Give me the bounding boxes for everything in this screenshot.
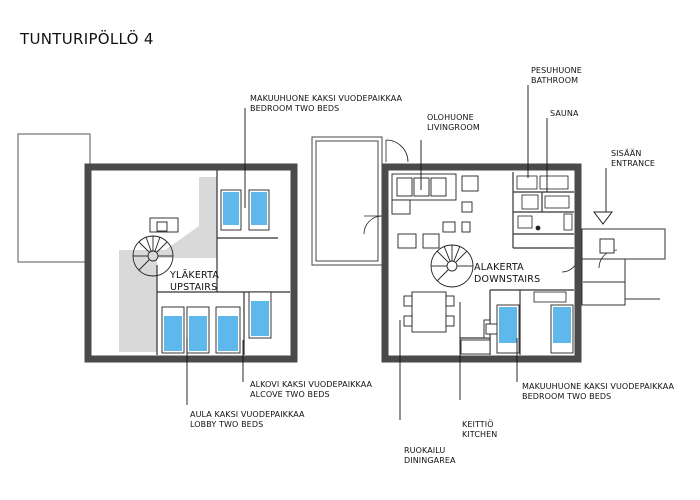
kitchen-counter: [460, 319, 503, 355]
upstairs-label-fi: YLÄKERTA: [170, 270, 220, 281]
downstairs-outer-wall: [381, 163, 582, 363]
entrance-label: SISÄÄN ENTRANCE: [611, 149, 655, 169]
kitchen-label-en: KITCHEN: [462, 430, 498, 439]
lower-bedroom-beds: [496, 291, 574, 354]
kitchen-label-fi: KEITTIÖ: [462, 420, 494, 429]
lower-bedroom-label: MAKUUHUONE KAKSI VUODEPAIKKAA BEDROOM TW…: [522, 382, 674, 402]
upper-bedroom-beds: [220, 189, 270, 231]
downstairs-spiral-stair: [430, 244, 474, 288]
upper-bedroom-label-fi: MAKUUHUONE KAKSI VUODEPAIKKAA: [250, 94, 403, 103]
dining-label-en: DININGAREA: [404, 456, 456, 465]
downstairs-label: ALAKERTA DOWNSTAIRS: [474, 262, 540, 286]
alcove-label-fi: ALKOVI KAKSI VUODEPAIKKAA: [250, 380, 373, 389]
alcove-label: ALKOVI KAKSI VUODEPAIKKAA ALCOVE TWO BED…: [250, 380, 372, 400]
dining-label: RUOKAILU DININGAREA: [404, 446, 456, 466]
lobby-label-en: LOBBY TWO BEDS: [190, 420, 264, 429]
entrance-label-en: ENTRANCE: [611, 159, 656, 168]
sauna-label-text: SAUNA: [550, 109, 579, 118]
veranda: [311, 136, 383, 266]
lower-bedroom-label-en: BEDROOM TWO BEDS: [522, 392, 612, 401]
lower-bedroom-label-fi: MAKUUHUONE KAKSI VUODEPAIKKAA: [522, 382, 675, 391]
upstairs-outer-wall: [84, 163, 298, 363]
dining-table: [403, 291, 455, 333]
entrance-label-fi: SISÄÄN: [611, 149, 642, 158]
downstairs-label-en: DOWNSTAIRS: [474, 274, 541, 285]
kitchen-label: KEITTIÖ KITCHEN: [462, 420, 497, 440]
lobby-alcove-beds: [161, 291, 272, 354]
entrance-marker: [593, 211, 613, 225]
lobby-label: AULA KAKSI VUODEPAIKKAA LOBBY TWO BEDS: [190, 410, 305, 430]
living-room-label-en: LIVINGROOM: [427, 123, 480, 132]
upper-bedroom-label-en: BEDROOM TWO BEDS: [250, 104, 340, 113]
bathroom-label: PESUHUONE BATHROOM: [531, 66, 582, 86]
bathroom-label-fi: PESUHUONE: [531, 66, 582, 75]
upper-bedroom-label: MAKUUHUONE KAKSI VUODEPAIKKAA BEDROOM TW…: [250, 94, 402, 114]
upstairs-void-area: [119, 177, 217, 352]
entrance-porch: [581, 228, 666, 306]
upstairs-callout-lines: [186, 108, 246, 405]
downstairs-label-fi: ALAKERTA: [474, 262, 524, 273]
sauna-label: SAUNA: [550, 109, 579, 119]
downstairs-callout-lines: [399, 85, 607, 420]
roof-outline: [17, 133, 91, 263]
upstairs-spiral-stair: [132, 235, 174, 277]
sauna-fixtures: [516, 175, 573, 231]
chair: [156, 221, 168, 232]
lobby-label-fi: AULA KAKSI VUODEPAIKKAA: [190, 410, 305, 419]
living-furniture: [391, 173, 479, 249]
bathroom-label-en: BATHROOM: [531, 76, 579, 85]
upstairs-label-en: UPSTAIRS: [170, 282, 218, 293]
living-room-label: OLOHUONE LIVINGROOM: [427, 113, 480, 133]
upstairs-label: YLÄKERTA UPSTAIRS: [170, 270, 219, 294]
plan-title: TUNTURIPÖLLÖ 4: [20, 30, 154, 48]
dining-label-fi: RUOKAILU: [404, 446, 446, 455]
alcove-label-en: ALCOVE TWO BEDS: [250, 390, 330, 399]
living-room-label-fi: OLOHUONE: [427, 113, 474, 122]
